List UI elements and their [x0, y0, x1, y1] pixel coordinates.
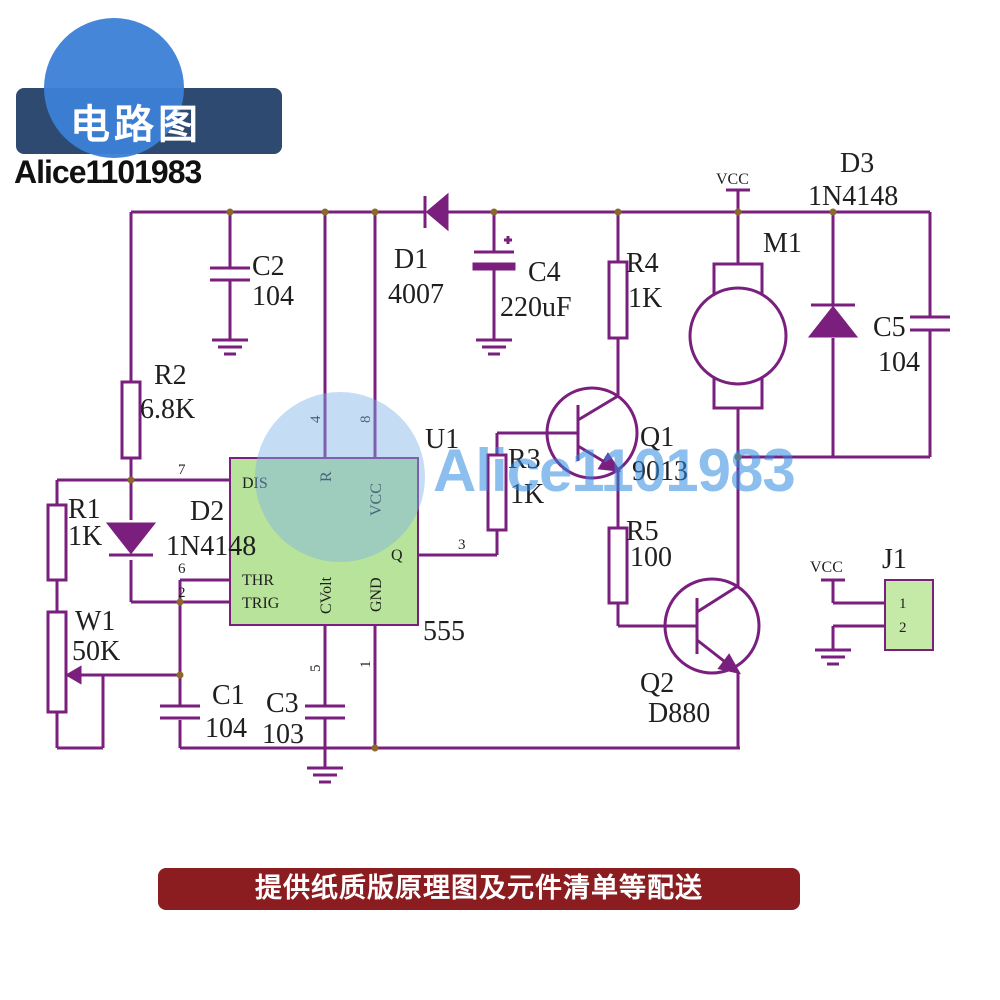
- ground-symbol-c3: [307, 766, 343, 784]
- d2-ref: D2: [190, 496, 224, 527]
- capacitor-c3: [305, 704, 345, 720]
- u1-type: 555: [423, 616, 465, 647]
- j1-ref: J1: [882, 544, 907, 575]
- resistor-r2: [120, 380, 142, 460]
- pin-number-7: 7: [178, 462, 186, 478]
- pin-number-3: 3: [458, 537, 466, 553]
- c4-value: 220uF: [500, 292, 572, 323]
- r5-value: 100: [630, 542, 672, 573]
- r1-ref: R1: [68, 494, 101, 525]
- resistor-r1: [46, 503, 68, 582]
- pin-label-dis: DIS: [242, 475, 268, 492]
- pin-label-thr: THR: [242, 572, 274, 589]
- capacitor-c1: [160, 704, 200, 720]
- m1-ref: M1: [763, 228, 802, 259]
- r4-ref: R4: [626, 248, 659, 279]
- pin-number-5: 5: [308, 665, 324, 673]
- c3-value: 103: [262, 719, 304, 750]
- resistor-r4: [607, 260, 629, 340]
- j1-vcc-label: VCC: [810, 559, 843, 576]
- d3-value: 1N4148: [808, 181, 898, 212]
- j1-pin-2: 2: [899, 620, 907, 636]
- r3-value: 1K: [510, 479, 544, 510]
- logo-name: Alice1101983: [14, 154, 202, 190]
- wires: [55, 190, 932, 768]
- r2-ref: R2: [154, 360, 187, 391]
- q1-ref: Q1: [640, 422, 674, 453]
- d2-value: 1N4148: [166, 531, 256, 562]
- logo-globe-icon: [44, 18, 184, 158]
- vcc-top-label: VCC: [716, 171, 749, 188]
- r5-ref: R5: [626, 516, 659, 547]
- logo-badge-text: 电路图: [70, 102, 202, 148]
- j1-pin-1: 1: [899, 596, 907, 612]
- ground-symbol-c4: [476, 338, 512, 356]
- transistor-q1: [545, 386, 639, 480]
- r2-value: 6.8K: [140, 394, 195, 425]
- pin-label-q: Q: [391, 547, 403, 564]
- u1-ref: U1: [425, 424, 459, 455]
- w1-ref: W1: [75, 606, 115, 637]
- pin-number-8: 8: [358, 416, 374, 424]
- r3-ref: R3: [508, 444, 541, 475]
- diode-d3: [807, 303, 859, 338]
- c2-value: 104: [252, 281, 294, 312]
- diode-d1: [407, 192, 449, 232]
- c5-ref: C5: [873, 312, 906, 343]
- c5-value: 104: [878, 347, 920, 378]
- capacitor-c4: [472, 236, 516, 271]
- pin-label-cvolt: CVolt: [318, 576, 335, 614]
- chip-u1: [229, 457, 419, 626]
- c3-ref: C3: [266, 688, 299, 719]
- d1-value: 4007: [388, 279, 444, 310]
- transistor-q2: [663, 577, 761, 675]
- junction-dots: [127, 208, 837, 752]
- r1-value: 1K: [68, 521, 102, 552]
- c1-ref: C1: [212, 680, 245, 711]
- diode-d2: [105, 522, 157, 557]
- q2-ref: Q2: [640, 668, 674, 699]
- q2-value: D880: [648, 698, 710, 729]
- capacitor-c5: [910, 315, 950, 332]
- pin-number-6: 6: [178, 561, 186, 577]
- w1-value: 50K: [72, 636, 120, 667]
- d1-ref: D1: [394, 244, 428, 275]
- c1-value: 104: [205, 713, 247, 744]
- ground-symbol-j1: [815, 648, 851, 666]
- footer-banner: 提供纸质版原理图及元件清单等配送: [158, 868, 800, 910]
- pin-label-gnd: GND: [368, 577, 385, 612]
- r4-value: 1K: [628, 283, 662, 314]
- pin-number-1: 1: [358, 661, 374, 669]
- connector-j1: [821, 578, 934, 651]
- pin-label-trig: TRIG: [242, 595, 280, 612]
- c4-ref: C4: [528, 257, 561, 288]
- pin-number-2: 2: [178, 585, 186, 601]
- pin-number-4: 4: [308, 415, 324, 423]
- c2-ref: C2: [252, 251, 285, 282]
- motor-m1: [688, 262, 788, 410]
- brand-logo: 电路图 Alice1101983: [12, 8, 282, 198]
- d3-ref: D3: [840, 148, 874, 179]
- pin-label-vcc: VCC: [368, 483, 385, 516]
- pin-label-r: R: [318, 471, 335, 482]
- q1-value: 9013: [632, 456, 688, 487]
- resistor-r5: [607, 526, 629, 605]
- resistor-r3: [486, 453, 508, 532]
- potentiometer-w1: [46, 610, 103, 714]
- capacitor-c2: [210, 266, 250, 282]
- ground-symbol-c2: [212, 338, 248, 356]
